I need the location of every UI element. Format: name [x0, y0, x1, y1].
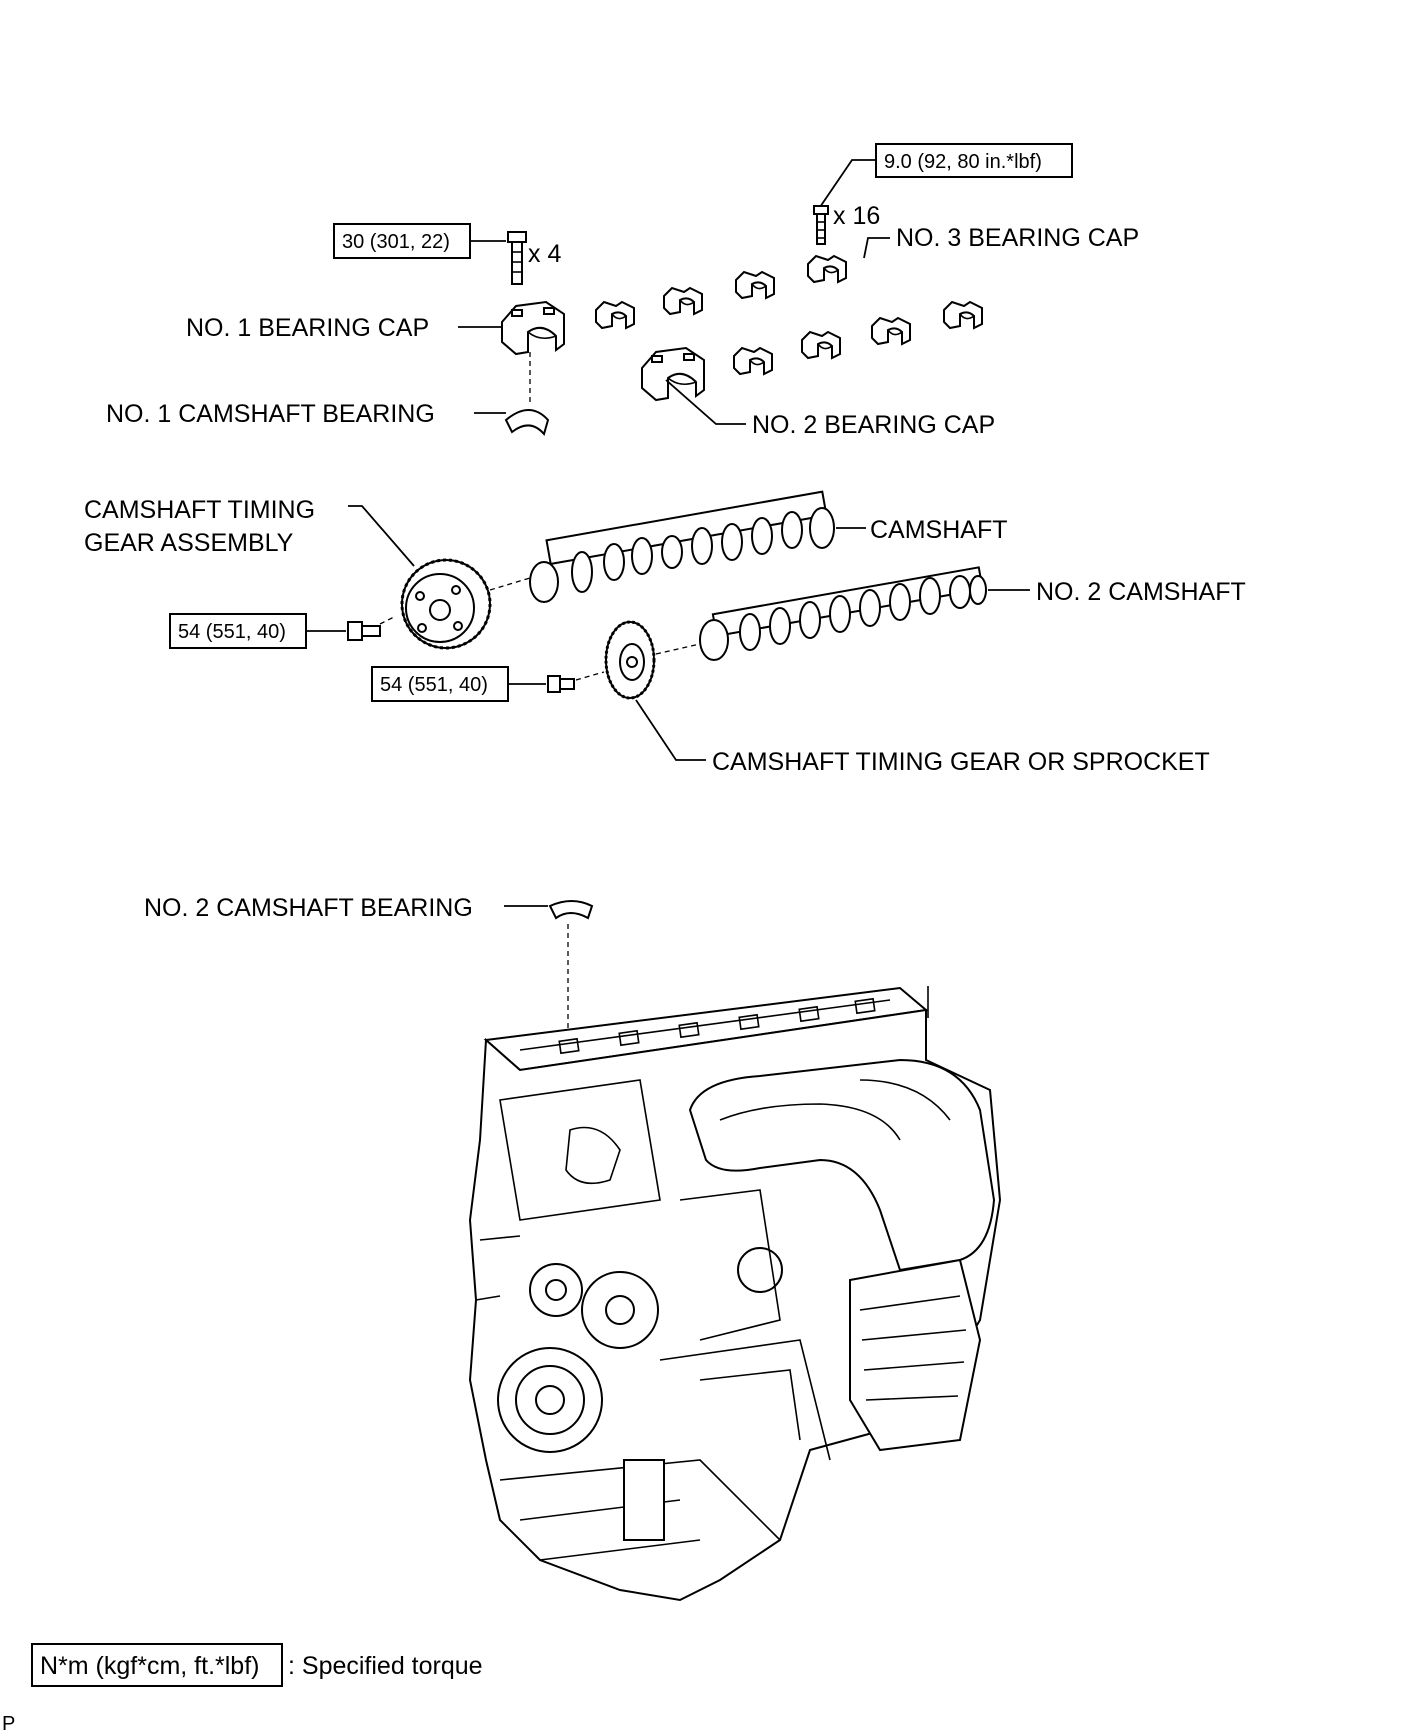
- camshaft-part: [529, 490, 835, 603]
- label-no3-bearing-cap: NO. 3 BEARING CAP: [896, 224, 1139, 252]
- torque-box-no1-bolts: 30 (301, 22): [333, 223, 506, 259]
- label-camshaft: CAMSHAFT: [870, 516, 1008, 544]
- no1-camshaft-bearing-part: [504, 409, 550, 437]
- no2-camshaft-part: [699, 566, 987, 661]
- label-timing-gear-line2: GEAR ASSEMBLY: [84, 529, 294, 557]
- bolt-icon-timing-gear: [347, 621, 381, 641]
- bolt-icon-no1: [507, 231, 527, 285]
- bolt-icon-sprocket: [547, 675, 575, 693]
- label-sprocket: CAMSHAFT TIMING GEAR OR SPROCKET: [712, 748, 1210, 776]
- no2-bearing-cap-part: [641, 347, 705, 401]
- corner-mark: P: [2, 1713, 15, 1734]
- label-no2-camshaft: NO. 2 CAMSHAFT: [1036, 578, 1246, 606]
- svg-text:54 (551, 40): 54 (551, 40): [178, 621, 286, 643]
- no2-camshaft-bearing-part: [548, 900, 594, 920]
- label-no1-bearing-cap: NO. 1 BEARING CAP: [186, 314, 429, 342]
- torque-box-sprocket-bolt: 54 (551, 40): [371, 666, 546, 702]
- engine-cylinder-head-illustration: [468, 986, 1002, 1602]
- qty-small-bolts: x 16: [833, 202, 880, 230]
- bolt-icon-small: [813, 205, 829, 245]
- svg-text:54 (551, 40): 54 (551, 40): [380, 674, 488, 696]
- label-no2-camshaft-bearing: NO. 2 CAMSHAFT BEARING: [144, 894, 473, 922]
- torque-legend: N*m (kgf*cm, ft.*lbf) : Specified torque: [31, 1643, 483, 1687]
- label-no1-camshaft-bearing: NO. 1 CAMSHAFT BEARING: [106, 400, 435, 428]
- camshaft-timing-gear-assembly-part: [400, 558, 492, 650]
- torque-box-small-bolts: 9.0 (92, 80 in.*lbf): [817, 143, 1073, 211]
- camshaft-timing-sprocket-part: [604, 620, 656, 700]
- label-no2-bearing-cap: NO. 2 BEARING CAP: [752, 411, 995, 439]
- qty-no1-bolts: x 4: [528, 240, 561, 268]
- svg-text:9.0 (92, 80 in.*lbf): 9.0 (92, 80 in.*lbf): [884, 151, 1042, 173]
- no1-bearing-cap-part: [501, 301, 565, 355]
- torque-box-timing-gear-bolt: 54 (551, 40): [169, 613, 346, 649]
- svg-text:30 (301, 22): 30 (301, 22): [342, 231, 450, 253]
- legend-box-text: N*m (kgf*cm, ft.*lbf): [40, 1652, 259, 1680]
- label-timing-gear-line1: CAMSHAFT TIMING: [84, 496, 315, 524]
- legend-description: : Specified torque: [288, 1652, 483, 1680]
